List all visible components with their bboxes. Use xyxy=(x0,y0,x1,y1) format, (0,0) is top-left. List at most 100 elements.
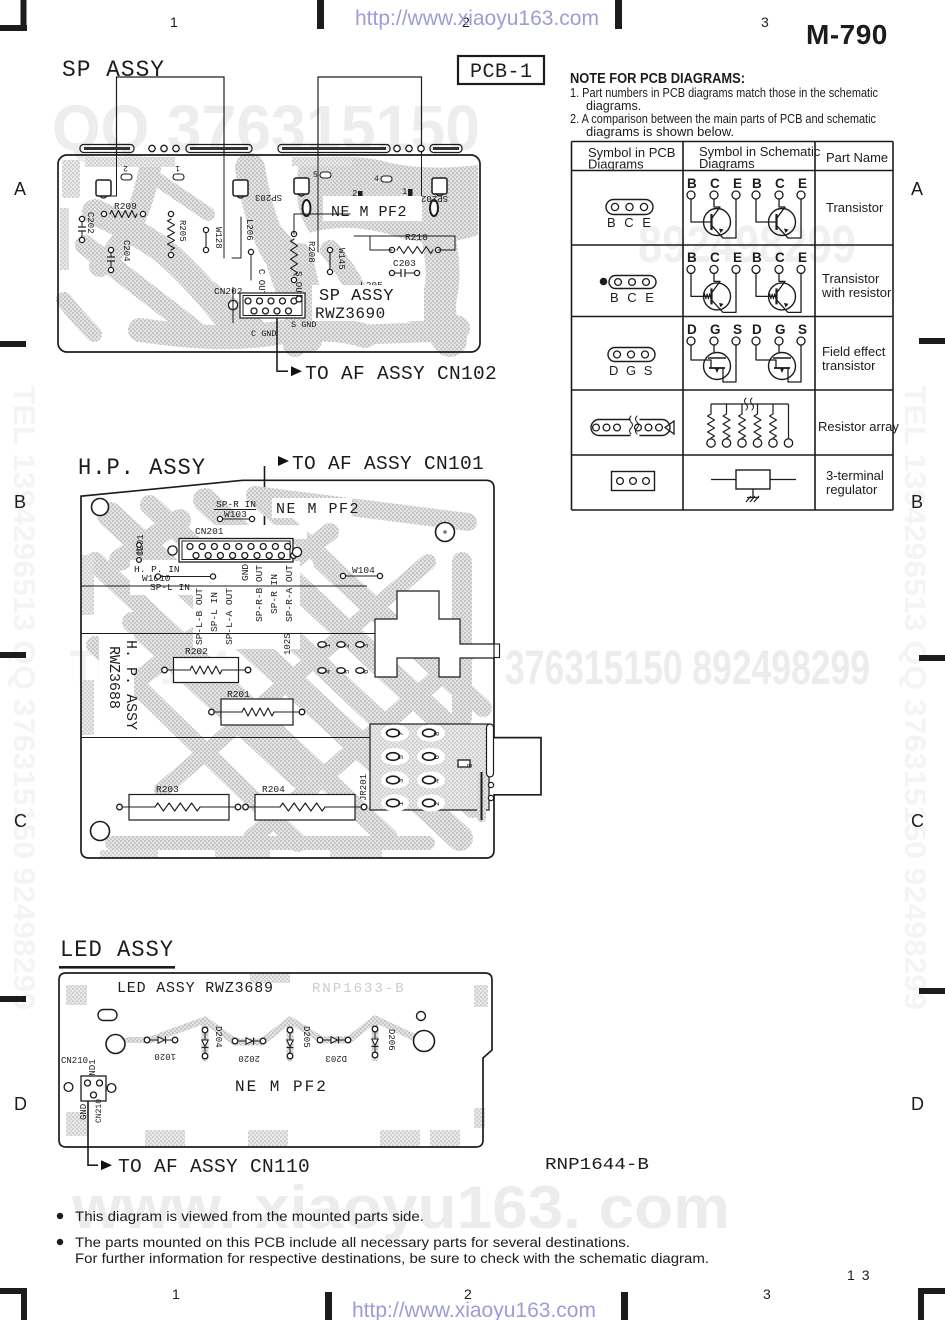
svg-text:3: 3 xyxy=(398,778,406,783)
svg-text:SP-R IN: SP-R IN xyxy=(269,574,280,614)
svg-text:SP-L-B OUT: SP-L-B OUT xyxy=(194,588,205,645)
svg-text:LED ASSY: LED ASSY xyxy=(60,937,174,963)
svg-text:3: 3 xyxy=(467,763,475,768)
svg-text:regulator: regulator xyxy=(826,482,878,497)
svg-text:2020: 2020 xyxy=(238,1053,260,1063)
svg-text:D205: D205 xyxy=(301,1026,311,1048)
svg-text:1: 1 xyxy=(172,1286,180,1302)
svg-text:C: C xyxy=(911,811,924,831)
svg-text:CN201: CN201 xyxy=(195,526,224,537)
svg-text:6: 6 xyxy=(363,669,371,674)
svg-text:S: S xyxy=(798,322,807,337)
svg-text:NE M PF2: NE M PF2 xyxy=(235,1078,328,1096)
svg-text:Diagrams: Diagrams xyxy=(699,156,755,171)
svg-text:5: 5 xyxy=(344,669,352,674)
svg-text:D G S: D G S xyxy=(609,363,654,378)
svg-text:Symbol in Schematic: Symbol in Schematic xyxy=(699,144,821,159)
svg-text:RWZ3690: RWZ3690 xyxy=(315,305,386,323)
svg-text:SP ASSY: SP ASSY xyxy=(319,287,394,306)
svg-text:1. Part numbers in PCB diagram: 1. Part numbers in PCB diagrams match th… xyxy=(570,86,878,100)
svg-text:CN202: CN202 xyxy=(214,286,243,297)
svg-text:3: 3 xyxy=(761,14,769,30)
svg-text:102S: 102S xyxy=(283,633,293,655)
svg-text:TO AF ASSY CN102: TO AF ASSY CN102 xyxy=(305,363,497,385)
svg-text:Field effect: Field effect xyxy=(822,344,886,359)
svg-text:D: D xyxy=(911,1094,924,1114)
svg-text:PCB-1: PCB-1 xyxy=(470,61,533,84)
svg-text:SP203: SP203 xyxy=(255,192,282,202)
svg-text:D: D xyxy=(687,322,697,337)
svg-text:B: B xyxy=(752,176,762,191)
svg-text:1: 1 xyxy=(170,14,178,30)
svg-text:JR201: JR201 xyxy=(359,774,369,801)
svg-text:C203: C203 xyxy=(393,258,416,269)
svg-text:R201: R201 xyxy=(227,689,250,700)
svg-text:B C E: B C E xyxy=(607,215,653,230)
svg-text:RNP1633-B: RNP1633-B xyxy=(312,981,406,997)
svg-text:C: C xyxy=(710,176,720,191)
svg-text:GND: GND xyxy=(79,1104,89,1120)
svg-text:G: G xyxy=(775,322,786,337)
svg-text:RWZ3688: RWZ3688 xyxy=(105,646,122,709)
svg-text:IND1: IND1 xyxy=(88,1059,98,1081)
svg-text:diagrams.: diagrams. xyxy=(586,99,641,113)
svg-text:D204: D204 xyxy=(213,1026,223,1048)
svg-text:www. xiaoyu163. com: www. xiaoyu163. com xyxy=(71,1174,730,1241)
svg-text:NE M PF2: NE M PF2 xyxy=(331,204,407,221)
svg-text:RNP1644-B: RNP1644-B xyxy=(545,1156,649,1175)
svg-text:GND: GND xyxy=(240,564,251,581)
svg-text:D: D xyxy=(752,322,762,337)
svg-text:H. P. ASSY: H. P. ASSY xyxy=(122,640,139,730)
svg-text:TO AF ASSY CN101: TO AF ASSY CN101 xyxy=(292,453,484,475)
svg-text:This diagram is viewed from th: This diagram is viewed from the mounted … xyxy=(75,1209,424,1224)
svg-text:H.P. ASSY: H.P. ASSY xyxy=(78,455,206,481)
svg-text:4: 4 xyxy=(325,669,333,674)
svg-text:SP-R-B OUT: SP-R-B OUT xyxy=(254,565,265,622)
svg-text:For further information for re: For further information for respective d… xyxy=(75,1251,709,1266)
svg-text:S: S xyxy=(733,322,742,337)
svg-text:1: 1 xyxy=(325,643,333,648)
svg-text:D: D xyxy=(14,1094,27,1114)
svg-text:7: 7 xyxy=(398,731,406,736)
svg-text:SP-R-A OUT: SP-R-A OUT xyxy=(284,565,295,622)
svg-text:R203: R203 xyxy=(156,784,179,795)
svg-text:3: 3 xyxy=(763,1286,771,1302)
svg-text:E: E xyxy=(733,176,742,191)
svg-text:SP-L IN: SP-L IN xyxy=(150,582,190,593)
svg-text:D206: D206 xyxy=(386,1029,396,1051)
svg-text:CN210: CN210 xyxy=(95,1099,104,1123)
svg-text:G: G xyxy=(710,322,721,337)
svg-text:B C E: B C E xyxy=(610,290,656,305)
svg-text:2: 2 xyxy=(344,643,352,648)
svg-text:B: B xyxy=(752,250,762,265)
svg-text:TO AF ASSY CN110: TO AF ASSY CN110 xyxy=(118,1156,310,1178)
svg-text:2: 2 xyxy=(123,163,128,172)
svg-text:1020: 1020 xyxy=(154,1051,176,1061)
svg-text:transistor: transistor xyxy=(822,358,876,373)
svg-text:NE M PF2: NE M PF2 xyxy=(276,501,360,518)
svg-text:Transistor: Transistor xyxy=(822,271,880,286)
svg-text:1: 1 xyxy=(175,163,180,172)
svg-text:http://www.xiaoyu163.com: http://www.xiaoyu163.com xyxy=(355,7,599,30)
svg-text:M-790: M-790 xyxy=(806,19,888,50)
svg-text:2: 2 xyxy=(462,14,470,30)
svg-text:The parts mounted on this PCB: The parts mounted on this PCB include al… xyxy=(75,1235,630,1250)
svg-text:B: B xyxy=(687,250,697,265)
svg-text:S GND: S GND xyxy=(291,320,317,330)
svg-text:W145: W145 xyxy=(336,248,346,270)
svg-text:C: C xyxy=(775,176,785,191)
svg-text:H. P. IN: H. P. IN xyxy=(134,564,180,575)
svg-text:376315150 892498299: 376315150 892498299 xyxy=(505,642,870,695)
svg-text:2: 2 xyxy=(352,189,357,199)
svg-text:13: 13 xyxy=(847,1267,877,1283)
svg-text:A: A xyxy=(911,179,923,199)
svg-text:E: E xyxy=(733,250,742,265)
svg-text:R210: R210 xyxy=(405,232,428,243)
svg-text:TEL 1394296513 QQ 376315150 92: TEL 1394296513 QQ 376315150 92498299 xyxy=(7,385,40,1010)
svg-text:2. A comparison between the ma: 2. A comparison between the main parts o… xyxy=(570,112,876,126)
svg-text:B: B xyxy=(14,492,26,512)
svg-text:R205: R205 xyxy=(177,220,187,242)
svg-text:SP202: SP202 xyxy=(421,193,448,203)
svg-text:C OUT: C OUT xyxy=(256,269,266,297)
svg-text:R204: R204 xyxy=(262,784,285,795)
